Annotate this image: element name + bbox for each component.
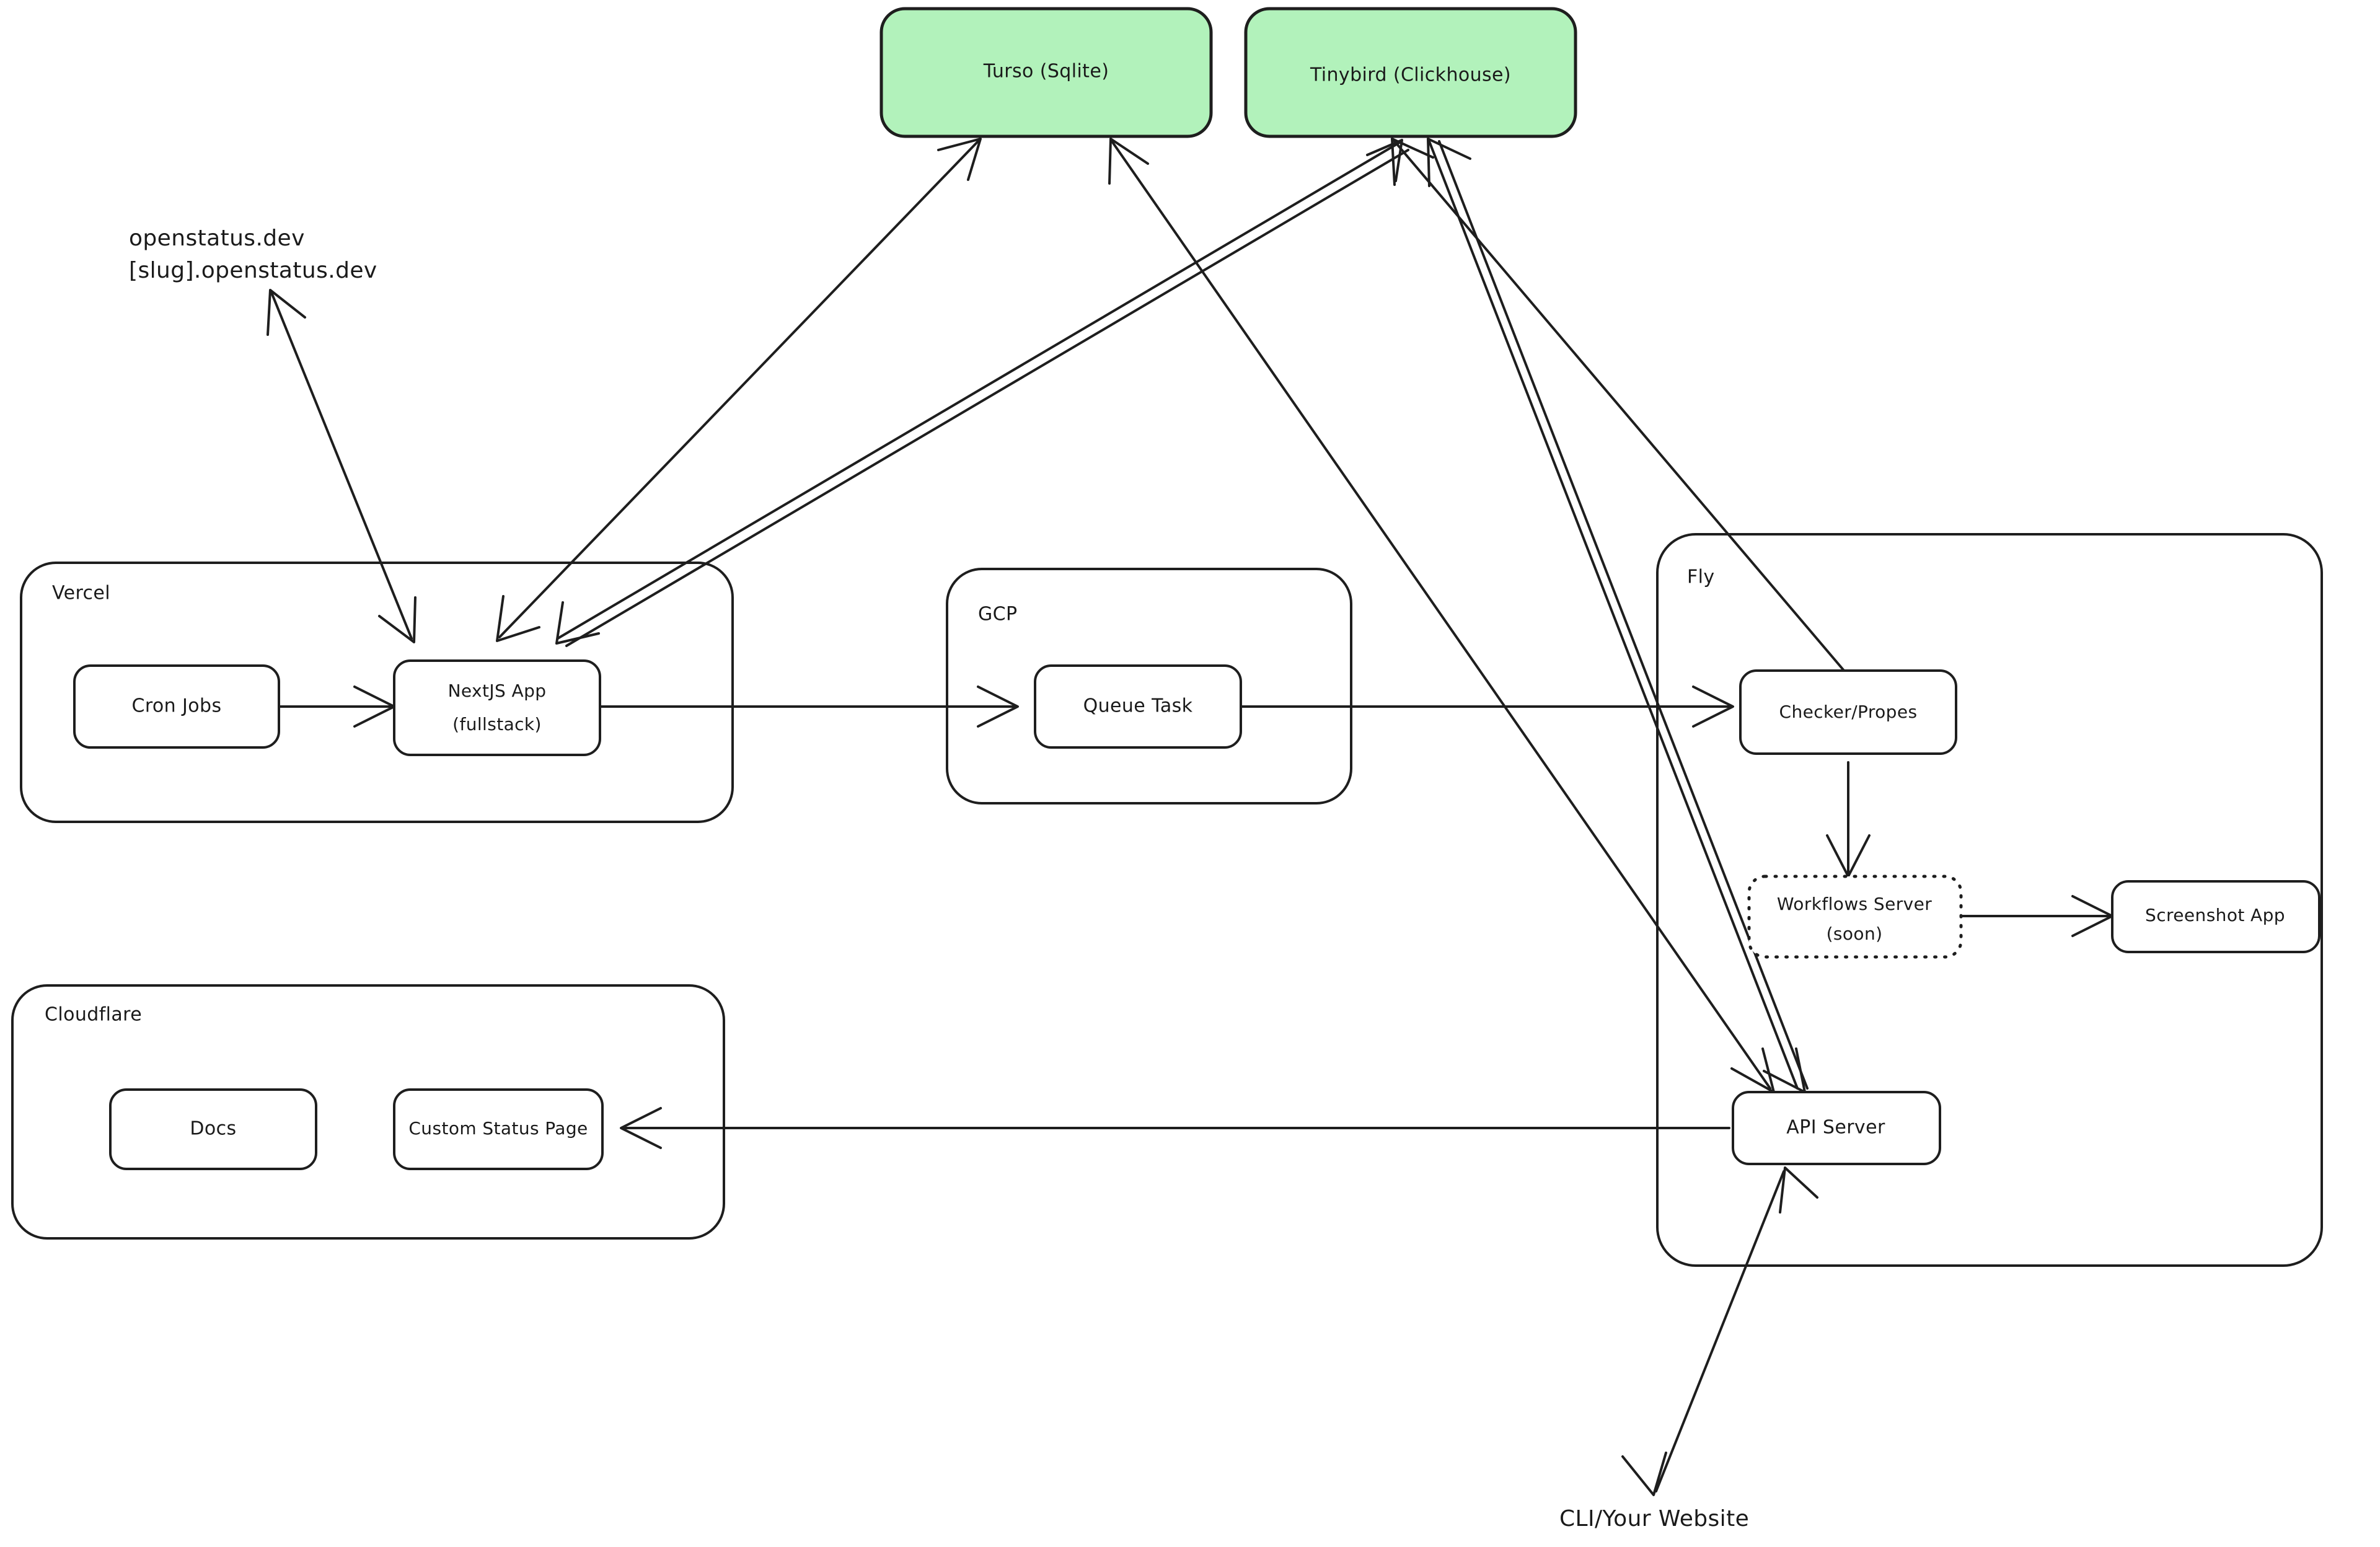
group-cloudflare: Cloudflare bbox=[11, 984, 725, 1240]
group-fly: Fly bbox=[1656, 533, 2323, 1267]
edge-cli-to-apiserver bbox=[1621, 1166, 1818, 1496]
node-api-server[interactable]: API Server bbox=[1732, 1091, 1941, 1165]
label-openstatus-dev: openstatus.dev bbox=[129, 226, 305, 251]
edge-checker-to-workflows bbox=[1826, 761, 1871, 878]
node-label-workflows-server-line2: (soon) bbox=[1827, 923, 1883, 944]
node-label-nextjs-app-line1: NextJS App bbox=[448, 681, 547, 701]
edge-domains-to-nextjs bbox=[267, 289, 416, 643]
node-workflows-server[interactable]: Workflows Server (soon) bbox=[1747, 875, 1963, 959]
group-vercel: Vercel bbox=[20, 562, 734, 823]
node-label-checker-propes: Checker/Propes bbox=[1779, 702, 1918, 722]
edge-apiserver-to-turso bbox=[1108, 138, 1775, 1093]
node-label-workflows-server-line1: Workflows Server bbox=[1777, 894, 1932, 914]
node-label-custom-status-page: Custom Status Page bbox=[408, 1118, 588, 1139]
node-tinybird[interactable]: Tinybird (Clickhouse) bbox=[1244, 7, 1577, 138]
node-queue-task[interactable]: Queue Task bbox=[1034, 664, 1242, 749]
node-nextjs-app[interactable]: NextJS App (fullstack) bbox=[393, 659, 601, 756]
node-custom-status-page[interactable]: Custom Status Page bbox=[393, 1088, 604, 1170]
node-checker-propes[interactable]: Checker/Propes bbox=[1739, 669, 1957, 755]
node-label-queue-task: Queue Task bbox=[1083, 695, 1193, 717]
free-label-domains: openstatus.dev [slug].openstatus.dev bbox=[129, 226, 377, 283]
node-screenshot-app[interactable]: Screenshot App bbox=[2111, 880, 2320, 953]
group-label-gcp: GCP bbox=[978, 604, 1018, 625]
group-label-cloudflare: Cloudflare bbox=[45, 1004, 142, 1026]
node-cron-jobs[interactable]: Cron Jobs bbox=[73, 664, 280, 749]
free-label-cli: CLI/Your Website bbox=[1559, 1506, 1749, 1532]
label-slug-openstatus-dev: [slug].openstatus.dev bbox=[129, 258, 377, 283]
label-cli-your-website: CLI/Your Website bbox=[1559, 1506, 1749, 1532]
node-label-cron-jobs: Cron Jobs bbox=[131, 695, 221, 717]
node-label-docs: Docs bbox=[190, 1118, 236, 1140]
edge-checker-to-tinybird bbox=[1391, 138, 1849, 677]
edge-apiserver-to-statuspage bbox=[620, 1107, 1730, 1149]
group-label-vercel: Vercel bbox=[52, 583, 110, 604]
node-label-nextjs-app-line2: (fullstack) bbox=[452, 714, 542, 734]
node-turso[interactable]: Turso (Sqlite) bbox=[879, 7, 1213, 138]
group-gcp: GCP bbox=[946, 568, 1352, 804]
node-label-screenshot-app: Screenshot App bbox=[2145, 905, 2285, 925]
node-label-api-server: API Server bbox=[1786, 1117, 1885, 1139]
edge-nextjs-to-turso bbox=[496, 138, 982, 642]
group-label-fly: Fly bbox=[1687, 566, 1715, 588]
node-docs[interactable]: Docs bbox=[109, 1088, 317, 1170]
edge-cron-to-nextjs bbox=[278, 685, 395, 728]
edge-workflows-to-screenshot bbox=[1960, 895, 2113, 937]
edge-nextjs-to-tinybird bbox=[555, 139, 1409, 647]
node-label-turso: Turso (Sqlite) bbox=[983, 61, 1109, 82]
edge-nextjs-to-queue bbox=[599, 685, 1019, 728]
node-label-tinybird: Tinybird (Clickhouse) bbox=[1310, 64, 1511, 86]
